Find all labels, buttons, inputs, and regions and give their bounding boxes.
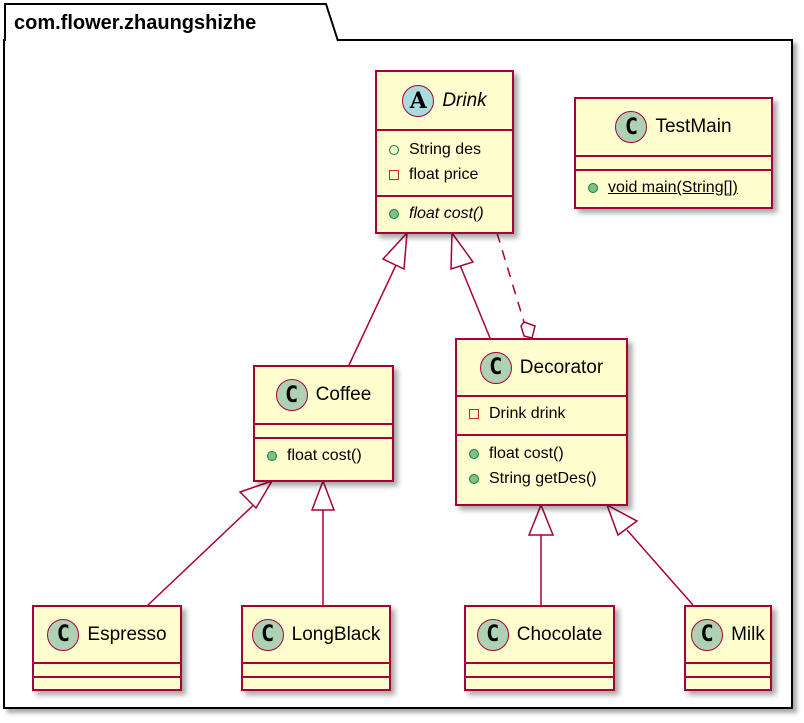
edge-milk-decorator <box>626 529 694 606</box>
class-milk[interactable]: C Milk <box>684 605 772 691</box>
class-name: Milk <box>731 623 765 645</box>
arrowhead-chocolate-decorator <box>527 502 555 536</box>
public-method-icon <box>588 182 598 193</box>
class-espresso[interactable]: C Espresso <box>32 605 182 691</box>
method: float cost() <box>469 441 614 466</box>
edge-coffee-drink <box>348 264 397 366</box>
class-name: Coffee <box>315 384 372 405</box>
methods-section: float cost() String getDes() <box>457 436 626 495</box>
fields-section: Drink drink <box>457 397 626 436</box>
method: float cost() <box>267 443 380 468</box>
field: Drink drink <box>469 401 614 426</box>
package-name: com.flower.zhaungshizhe <box>14 12 257 34</box>
methods-section: float cost() <box>255 439 392 472</box>
methods-section: void main(String[]) <box>576 171 771 204</box>
class-stereotype-icon: C <box>479 351 512 384</box>
public-method-icon <box>469 448 479 459</box>
arrowhead-espresso-coffee <box>238 479 274 510</box>
class-name: LongBlack <box>291 623 381 645</box>
fields-section <box>686 664 770 678</box>
class-header: A Drink <box>377 72 512 131</box>
class-chocolate[interactable]: C Chocolate <box>464 605 615 691</box>
package-tab: com.flower.zhaungshizhe <box>2 2 340 42</box>
class-coffee[interactable]: C Coffee float cost() <box>253 365 394 482</box>
class-header: C Espresso <box>34 607 180 664</box>
class-stereotype-icon: C <box>275 379 308 411</box>
class-header: C Coffee <box>255 367 392 425</box>
aggregation-diamond <box>520 321 536 339</box>
field: float price <box>389 162 500 187</box>
class-stereotype-icon: C <box>615 111 648 143</box>
field: String des <box>389 137 500 162</box>
private-field-icon <box>389 169 399 180</box>
class-decorator[interactable]: C Decorator Drink drink float cost() Str… <box>455 338 628 506</box>
class-name: Drink <box>442 89 487 111</box>
package-tab-outline <box>4 3 339 42</box>
class-stereotype-icon: C <box>251 618 284 651</box>
methods-section: float cost() <box>377 197 512 230</box>
method: String getDes() <box>469 466 614 491</box>
public-field-icon <box>389 144 399 155</box>
class-header: C LongBlack <box>243 607 389 664</box>
class-longblack[interactable]: C LongBlack <box>241 605 391 691</box>
class-name: Espresso <box>87 623 167 645</box>
public-method-icon <box>267 450 277 461</box>
class-drink[interactable]: A Drink String des float price float cos… <box>375 70 514 234</box>
fields-section <box>466 664 613 678</box>
fields-section <box>34 664 180 678</box>
private-field-icon <box>469 408 479 419</box>
class-stereotype-icon: C <box>691 618 724 651</box>
public-method-icon <box>389 208 399 219</box>
abstract-stereotype-icon: A <box>402 84 435 117</box>
class-header: C Chocolate <box>466 607 613 664</box>
arrowhead-longblack-coffee <box>310 478 336 511</box>
arrowhead-decorator-drink <box>450 230 475 271</box>
public-method-icon <box>469 473 479 484</box>
fields-section <box>576 157 771 171</box>
fields-section: String des float price <box>377 131 512 197</box>
class-name: Chocolate <box>516 623 603 645</box>
class-stereotype-icon: C <box>476 618 509 651</box>
method: float cost() <box>389 201 500 226</box>
edge-espresso-coffee <box>147 496 263 606</box>
edge-decorator-drink <box>459 264 491 339</box>
class-testmain[interactable]: C TestMain void main(String[]) <box>574 97 773 209</box>
method: void main(String[]) <box>588 175 759 200</box>
arrowhead-milk-decorator <box>605 503 639 537</box>
class-name: TestMain <box>655 116 732 137</box>
fields-section <box>243 664 389 678</box>
class-header: C TestMain <box>576 99 771 157</box>
class-header: C Milk <box>686 607 770 664</box>
class-stereotype-icon: C <box>47 618 80 651</box>
fields-section <box>255 425 392 439</box>
edge-decorator-drink-aggregation <box>496 232 525 323</box>
arrowhead-coffee-drink <box>381 230 408 271</box>
class-header: C Decorator <box>457 340 626 397</box>
class-name: Decorator <box>519 356 604 378</box>
